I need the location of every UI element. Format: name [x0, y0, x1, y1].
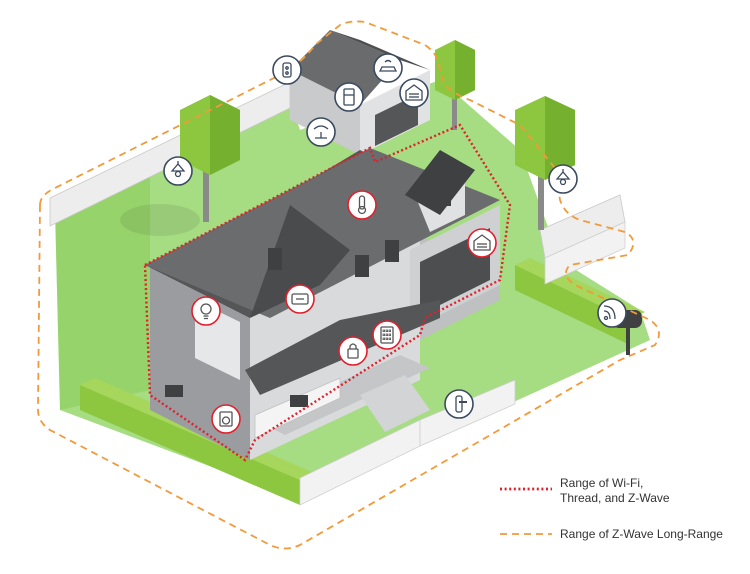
- legend-zwave-lr-label-line1: Range of Z-Wave Long-Range: [560, 527, 723, 541]
- basement-window-1: [165, 385, 183, 397]
- garage-roof: [290, 30, 400, 105]
- dormer-window: [435, 188, 451, 206]
- fridge-icon: [334, 82, 364, 112]
- mailbox-wifi-icon: [597, 298, 627, 328]
- fence-side-right: [544, 221, 626, 285]
- garage-door-icon: [399, 78, 429, 108]
- outdoor-light-left-icon: [163, 156, 193, 186]
- door-handle-icon: [444, 389, 474, 419]
- dormer-roof: [405, 150, 475, 215]
- tree-back: [435, 40, 475, 130]
- porch-railing: [254, 377, 341, 439]
- outdoor-light-right-icon: [548, 164, 578, 194]
- security-panel-icon: [372, 320, 402, 350]
- tree-shadow-left: [120, 204, 200, 236]
- sprinkler-icon: [306, 117, 336, 147]
- legend-zwave-lr-label: Range of Z-Wave Long-Range: [560, 527, 723, 542]
- garage-icon: [467, 228, 497, 258]
- door-lock-icon: [338, 336, 368, 366]
- light-bulb-icon: [191, 296, 221, 326]
- basement-window-2: [290, 395, 308, 407]
- garage-door: [375, 94, 418, 146]
- hedge-front-left: [80, 385, 300, 505]
- window-upper-3: [385, 240, 399, 262]
- keypad-icon: [285, 284, 315, 314]
- trees: [180, 40, 575, 230]
- device-icons: [163, 53, 627, 434]
- zwave-long-range-boundary: [37, 20, 660, 550]
- tree-left: [180, 95, 240, 222]
- legend-wifi-label: Range of Wi-Fi, Thread, and Z-Wave: [560, 476, 670, 506]
- house-roof-front-gable: [250, 205, 350, 318]
- wifi-car-icon: [373, 53, 403, 83]
- tree-right: [515, 96, 575, 230]
- smart-plug-icon: [272, 55, 302, 85]
- garage-wall-left: [290, 70, 360, 155]
- thermostat-icon: [347, 190, 377, 220]
- legend-wifi-label-line1: Range of Wi-Fi,: [560, 476, 644, 490]
- legend-wifi-label-line2: Thread, and Z-Wave: [560, 491, 670, 505]
- garage-roof-right: [330, 30, 430, 70]
- window-upper-1: [268, 248, 282, 270]
- porch-stairs: [360, 375, 430, 432]
- wifi-thread-zwave-boundary: [143, 123, 512, 462]
- window-upper-2: [355, 255, 369, 277]
- hedge-right: [515, 265, 630, 345]
- lawn-shade: [55, 175, 150, 410]
- washer-icon: [211, 404, 241, 434]
